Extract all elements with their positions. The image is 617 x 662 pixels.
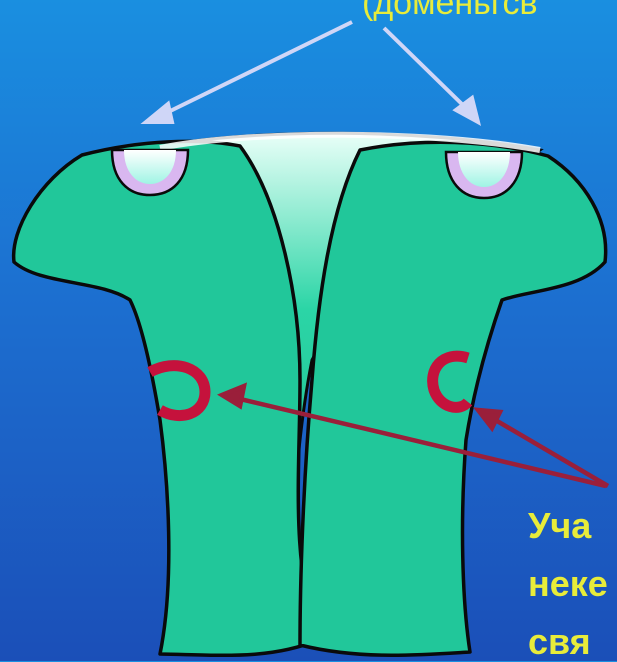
top-label: (доменьгсв — [362, 0, 538, 20]
bottom-label-line-3: свя — [528, 624, 591, 660]
bottom-label-line-2: неке — [528, 566, 608, 602]
bottom-label-line-1: Уча — [528, 508, 591, 544]
left-subunit — [14, 141, 318, 655]
top-pointer-arrows — [146, 22, 478, 122]
